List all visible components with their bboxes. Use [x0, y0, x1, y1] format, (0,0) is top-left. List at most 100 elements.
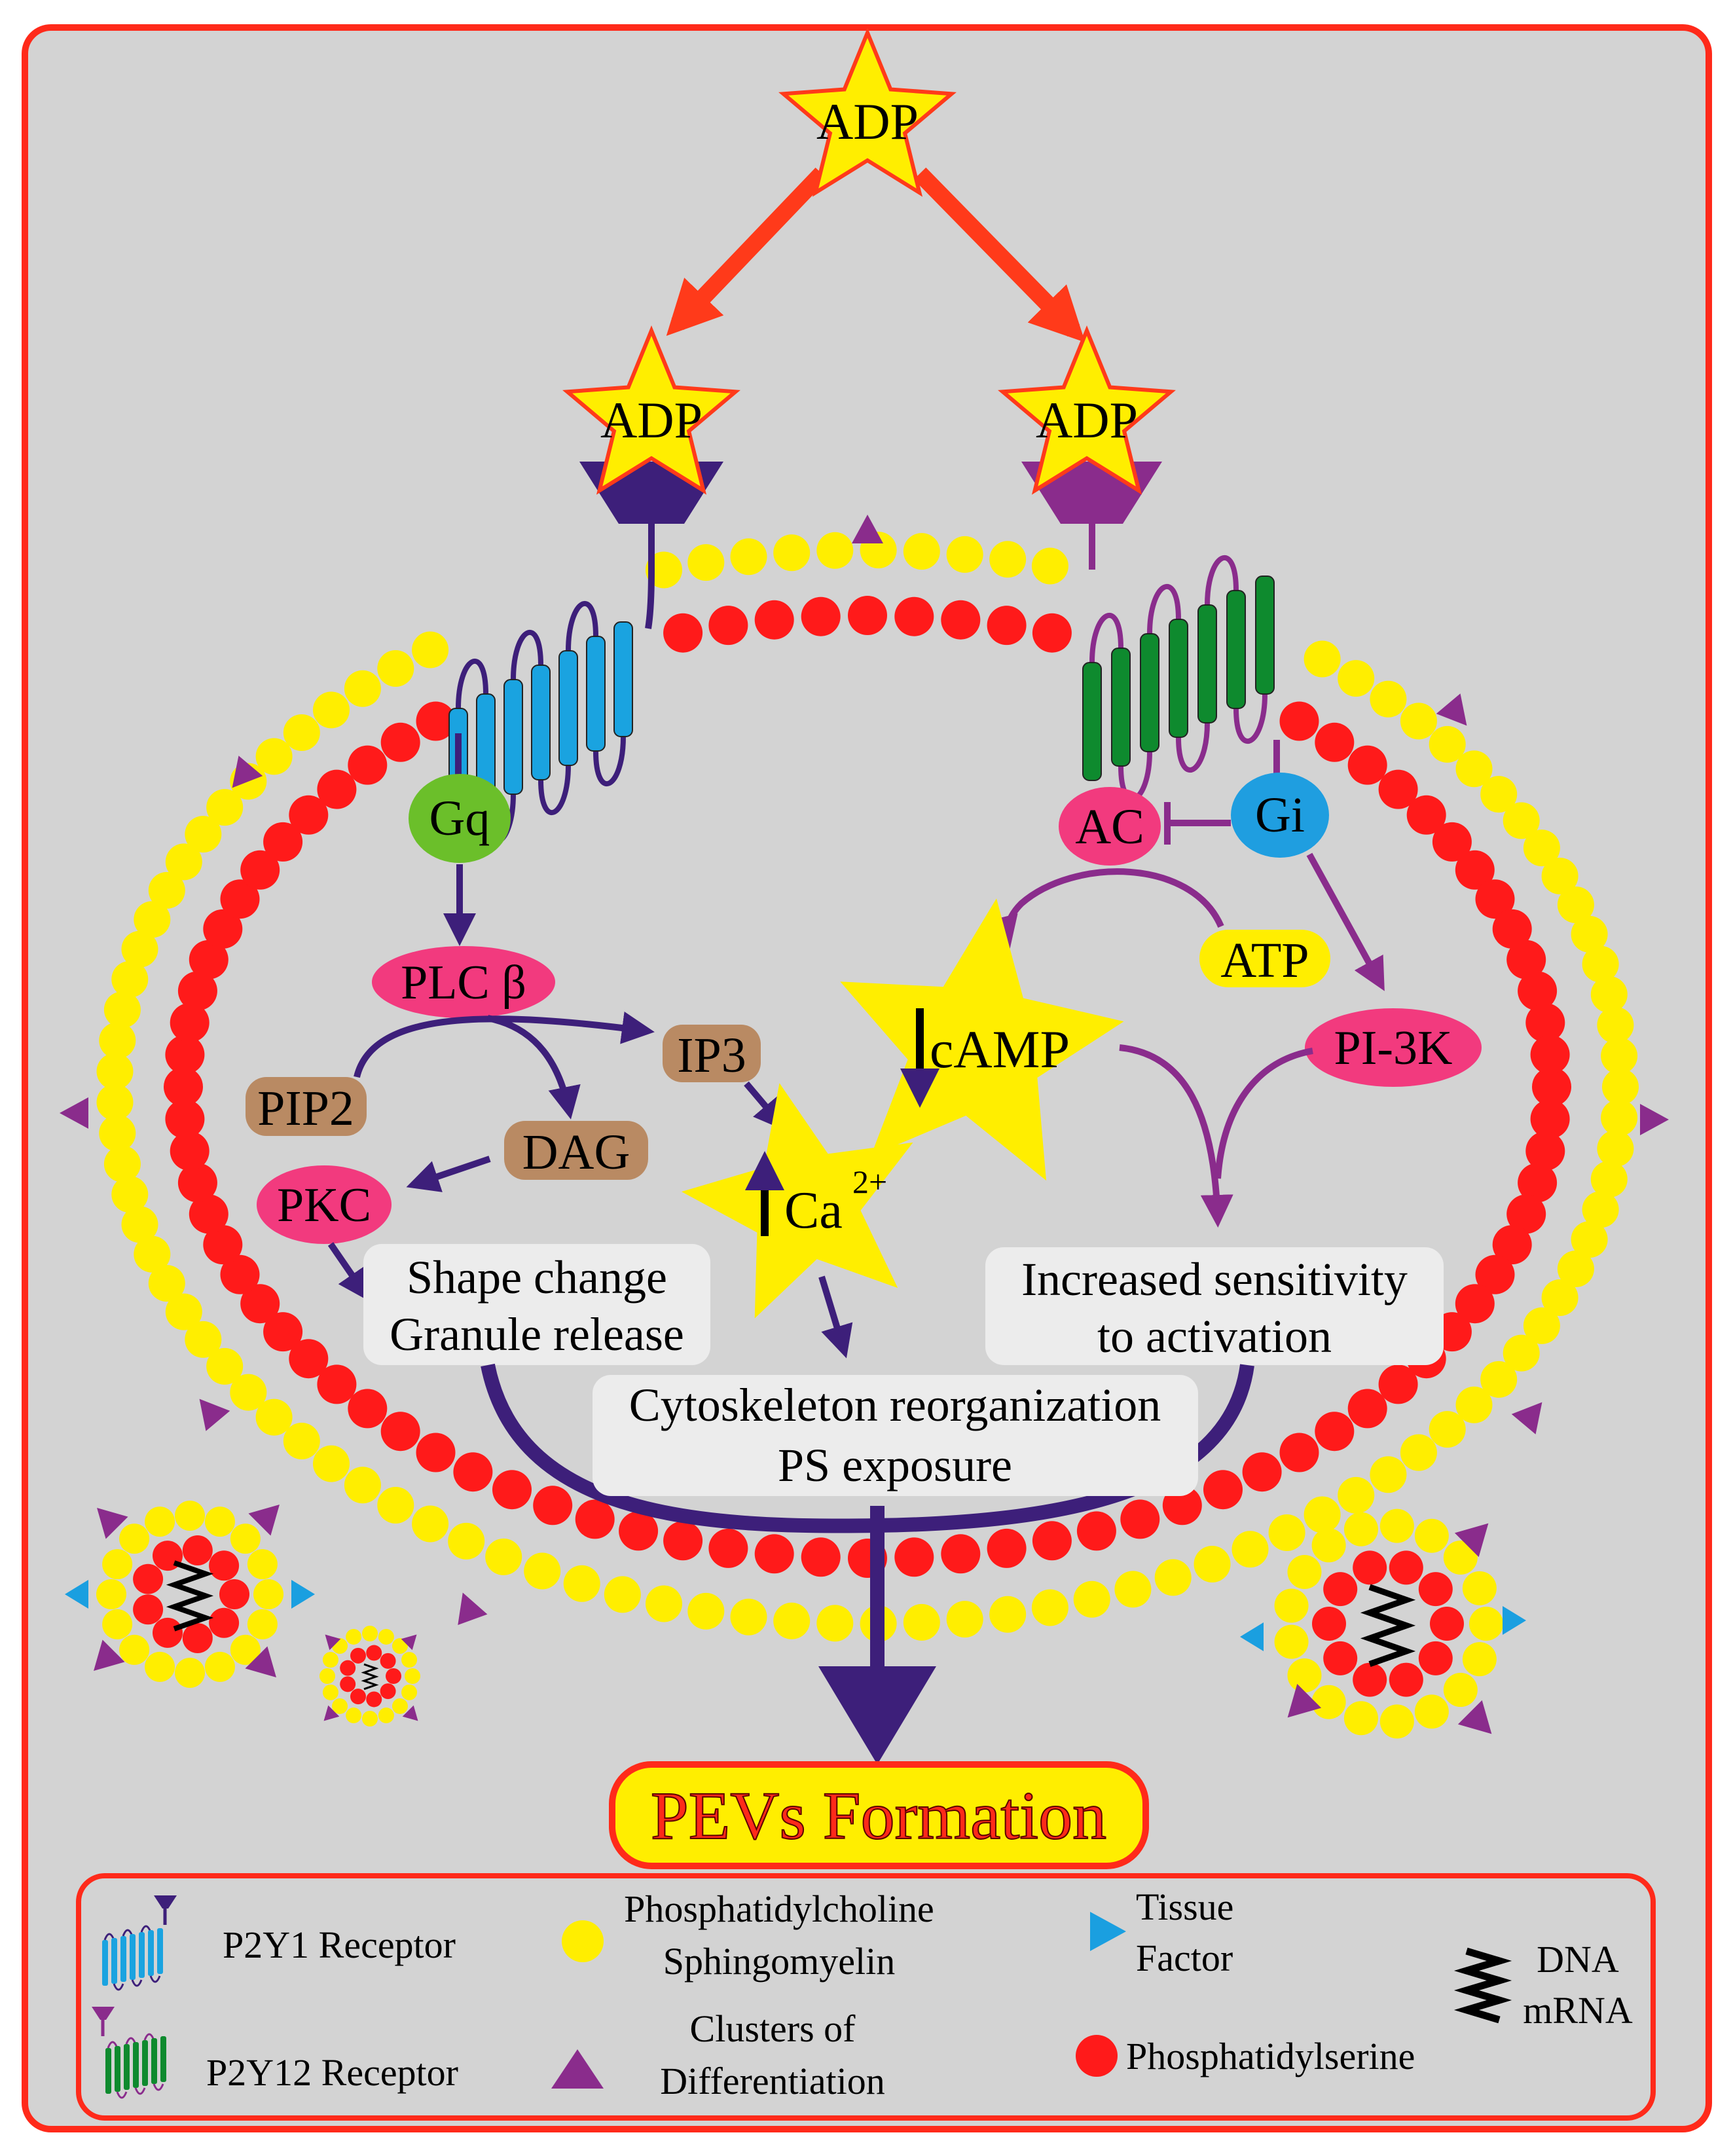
adp-top-label: ADP	[816, 93, 919, 150]
inner-lipid	[203, 909, 243, 949]
outer-lipid	[1031, 1589, 1068, 1626]
adp-star-left: ADP	[562, 325, 740, 495]
outer-lipid	[1590, 976, 1628, 1013]
inner-lipid	[575, 1499, 615, 1539]
outer-lipid	[989, 1596, 1027, 1633]
inner-lipid	[348, 1389, 388, 1429]
outer-lipid	[1268, 1514, 1305, 1551]
inner-lipid	[941, 600, 981, 640]
outer-lipid	[1571, 915, 1608, 953]
inner-lipid	[1525, 1003, 1565, 1042]
outer-lipid	[903, 1603, 940, 1641]
ip3-label: IP3	[677, 1028, 746, 1083]
vesicle-cd-marker	[323, 1705, 340, 1721]
outer-lipid	[1597, 1006, 1634, 1044]
vesicle-dna-icon	[166, 1560, 214, 1632]
ps-exposure-text: PS exposure	[778, 1439, 1012, 1491]
receptor-helix	[1169, 619, 1188, 738]
outer-lipid	[313, 1445, 350, 1482]
inner-lipid	[189, 940, 228, 979]
legend-frame	[76, 1873, 1656, 2121]
inner-lipid	[317, 769, 357, 809]
legend-dna-mrna: DNA mRNA	[1453, 1938, 1633, 2032]
outer-lipid	[1154, 1559, 1192, 1596]
outer-lipid	[946, 1601, 983, 1638]
legend-p2y1: P2Y1 Receptor	[102, 1895, 456, 1991]
membrane-inner-leaflet	[164, 596, 1571, 1578]
inner-lipid	[240, 850, 280, 890]
inner-lipid	[165, 1034, 205, 1074]
outer-lipid	[1523, 830, 1560, 867]
outer-lipid	[377, 1487, 414, 1524]
receptor-helix	[613, 621, 633, 737]
shape-change-text: Shape change	[407, 1251, 667, 1304]
arrow-pip2-ip3	[354, 1012, 655, 1078]
vesicle-cd-marker	[325, 1634, 341, 1651]
gq-label: Gq	[429, 791, 490, 846]
outer-lipid	[989, 541, 1027, 578]
outer-lipid	[134, 1235, 171, 1273]
inner-lipid	[492, 1470, 532, 1510]
outer-lipid	[1304, 1496, 1341, 1533]
inner-lipid	[708, 1528, 748, 1568]
outer-lipid	[1582, 945, 1619, 983]
legend-dna-line1: DNA	[1537, 1938, 1619, 1981]
vesicle-cd-marker	[94, 1639, 125, 1671]
outer-lipid	[816, 1605, 854, 1642]
inner-lipid	[416, 701, 456, 741]
outer-lipid	[96, 1053, 134, 1090]
outer-lipid	[1370, 680, 1407, 718]
atp-mediator: ATP	[1199, 930, 1330, 988]
outer-lipid	[524, 1552, 561, 1590]
outer-lipid	[1031, 547, 1068, 585]
receptor-helix	[1197, 604, 1217, 723]
atp-label: ATP	[1220, 933, 1309, 988]
inner-lipid	[170, 1131, 210, 1171]
outer-lipid	[1503, 802, 1540, 839]
adp-star-right: ADP	[998, 325, 1176, 495]
inner-lipid	[203, 1225, 243, 1265]
outer-lipid	[148, 1265, 185, 1302]
outer-lipid	[255, 1398, 293, 1436]
arrow-gi-pi3k	[1306, 852, 1385, 991]
cytoskeleton-box: Cytoskeleton reorganization PS exposure	[593, 1375, 1198, 1496]
outer-lipid	[165, 1293, 202, 1330]
extracellular-vesicles	[65, 1501, 1526, 1739]
inner-lipid	[263, 822, 303, 862]
pi3k-label: PI-3K	[1334, 1021, 1453, 1075]
inner-lipid	[263, 1312, 303, 1352]
dag-label: DAG	[522, 1125, 630, 1180]
receptor-helix	[531, 665, 551, 780]
red-lipid-icon	[1076, 2035, 1118, 2077]
vesicle-cd-marker	[248, 1505, 280, 1536]
outer-lipid	[646, 1585, 682, 1622]
outer-lipid	[111, 960, 149, 998]
pip2-mediator: PIP2	[246, 1077, 367, 1136]
adp-right-label: ADP	[1036, 392, 1138, 448]
inner-lipid	[533, 1486, 573, 1526]
vesicle-cd-marker	[1454, 1523, 1489, 1558]
outer-lipid	[687, 1592, 725, 1630]
outer-lipid	[1304, 640, 1341, 678]
outer-lipid	[730, 1598, 767, 1635]
inner-lipid	[663, 1521, 703, 1561]
inner-lipid	[177, 1163, 217, 1203]
pevs-formation-box: PEVs Formation	[609, 1761, 1149, 1869]
outer-lipid	[121, 1206, 158, 1243]
outer-lipid	[1231, 1531, 1269, 1568]
outer-lipid	[1602, 1069, 1639, 1105]
cd-marker-triangle	[458, 1592, 488, 1626]
outer-lipid	[1480, 776, 1518, 813]
outer-lipid	[773, 1602, 811, 1639]
inner-lipid	[894, 596, 934, 636]
gi-label: Gi	[1255, 788, 1305, 843]
outer-lipid	[448, 1522, 485, 1560]
inner-lipid	[1492, 909, 1532, 949]
inner-lipid	[1506, 940, 1546, 979]
legend-tissue-factor: Tissue Factor	[1090, 1886, 1233, 1979]
outer-lipid	[1597, 1130, 1634, 1167]
inner-lipid	[165, 1099, 205, 1139]
outer-lipid	[206, 789, 244, 826]
inner-lipid	[1347, 1389, 1387, 1429]
outer-lipid	[134, 901, 171, 938]
